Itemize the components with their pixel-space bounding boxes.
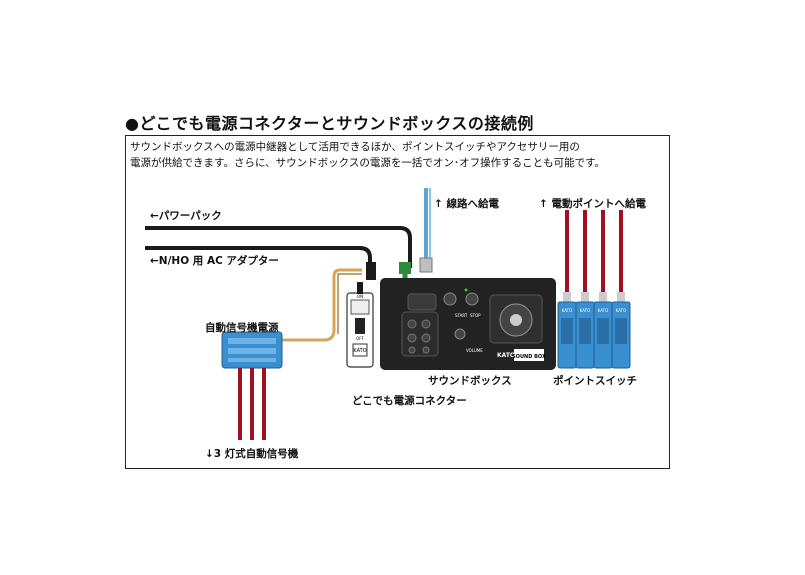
point-switch: KATO (611, 210, 631, 369)
svg-text:SOUND BOX: SOUND BOX (512, 354, 546, 360)
label-track-feed: ↑ 線路へ給電 (434, 198, 499, 210)
svg-text:KATO: KATO (497, 352, 515, 359)
point-switch-group: KATO KATO KATO KATO (557, 210, 631, 369)
tan-wire (282, 268, 362, 342)
svg-text:ON: ON (357, 294, 363, 299)
label-turnout-feed: ↑ 電動ポイントへ給電 (539, 198, 646, 210)
sound-box-device: START STOP VOLUME KATO SOUND BOX (380, 278, 556, 370)
label-ac-adapter: ←N/HO 用 AC アダプター (150, 255, 279, 267)
black-plug-top (366, 262, 376, 280)
connector-device: KATO ON OFF (346, 282, 374, 368)
label-signal-power: 自動信号機電源 (205, 322, 279, 334)
label-power-pack: ←パワーパック (150, 210, 222, 222)
green-plug (399, 262, 411, 274)
label-point-switch: ポイントスイッチ (553, 375, 637, 387)
signal-power-unit (221, 331, 283, 440)
svg-text:KATO: KATO (580, 308, 591, 313)
svg-text:VOLUME: VOLUME (466, 348, 483, 353)
svg-text:START: START (455, 313, 468, 318)
svg-text:OFF: OFF (356, 336, 364, 341)
page-title: ●どこでも電源コネクターとサウンドボックスの接続例 (125, 114, 534, 133)
description-line-2: 電源が供給できます。さらに、サウンドボックスの電源を一括でオン･オフ操作すること… (130, 157, 606, 169)
power-pack-wire (145, 226, 412, 268)
svg-text:KATO: KATO (562, 308, 573, 313)
diagram-frame (125, 135, 670, 469)
ac-adapter-wire (145, 246, 372, 272)
svg-text:STOP: STOP (470, 313, 481, 318)
svg-text:KATO: KATO (616, 308, 627, 313)
label-signal: ↓3 灯式自動信号機 (205, 448, 299, 460)
point-switch: KATO (593, 210, 613, 369)
point-switch: KATO (575, 210, 595, 369)
label-sound-box: サウンドボックス (428, 375, 512, 387)
label-connector: どこでも電源コネクター (352, 395, 467, 407)
svg-text:KATO: KATO (598, 308, 609, 313)
connector-kato-text: KATO (353, 348, 366, 354)
description: サウンドボックスへの電源中継器として活用できるほか、ポイントスイッチやアクセサリ… (130, 139, 605, 171)
blue-plug (419, 257, 433, 273)
point-switch: KATO (557, 210, 577, 369)
description-line-1: サウンドボックスへの電源中継器として活用できるほか、ポイントスイッチやアクセサリ… (130, 141, 580, 153)
